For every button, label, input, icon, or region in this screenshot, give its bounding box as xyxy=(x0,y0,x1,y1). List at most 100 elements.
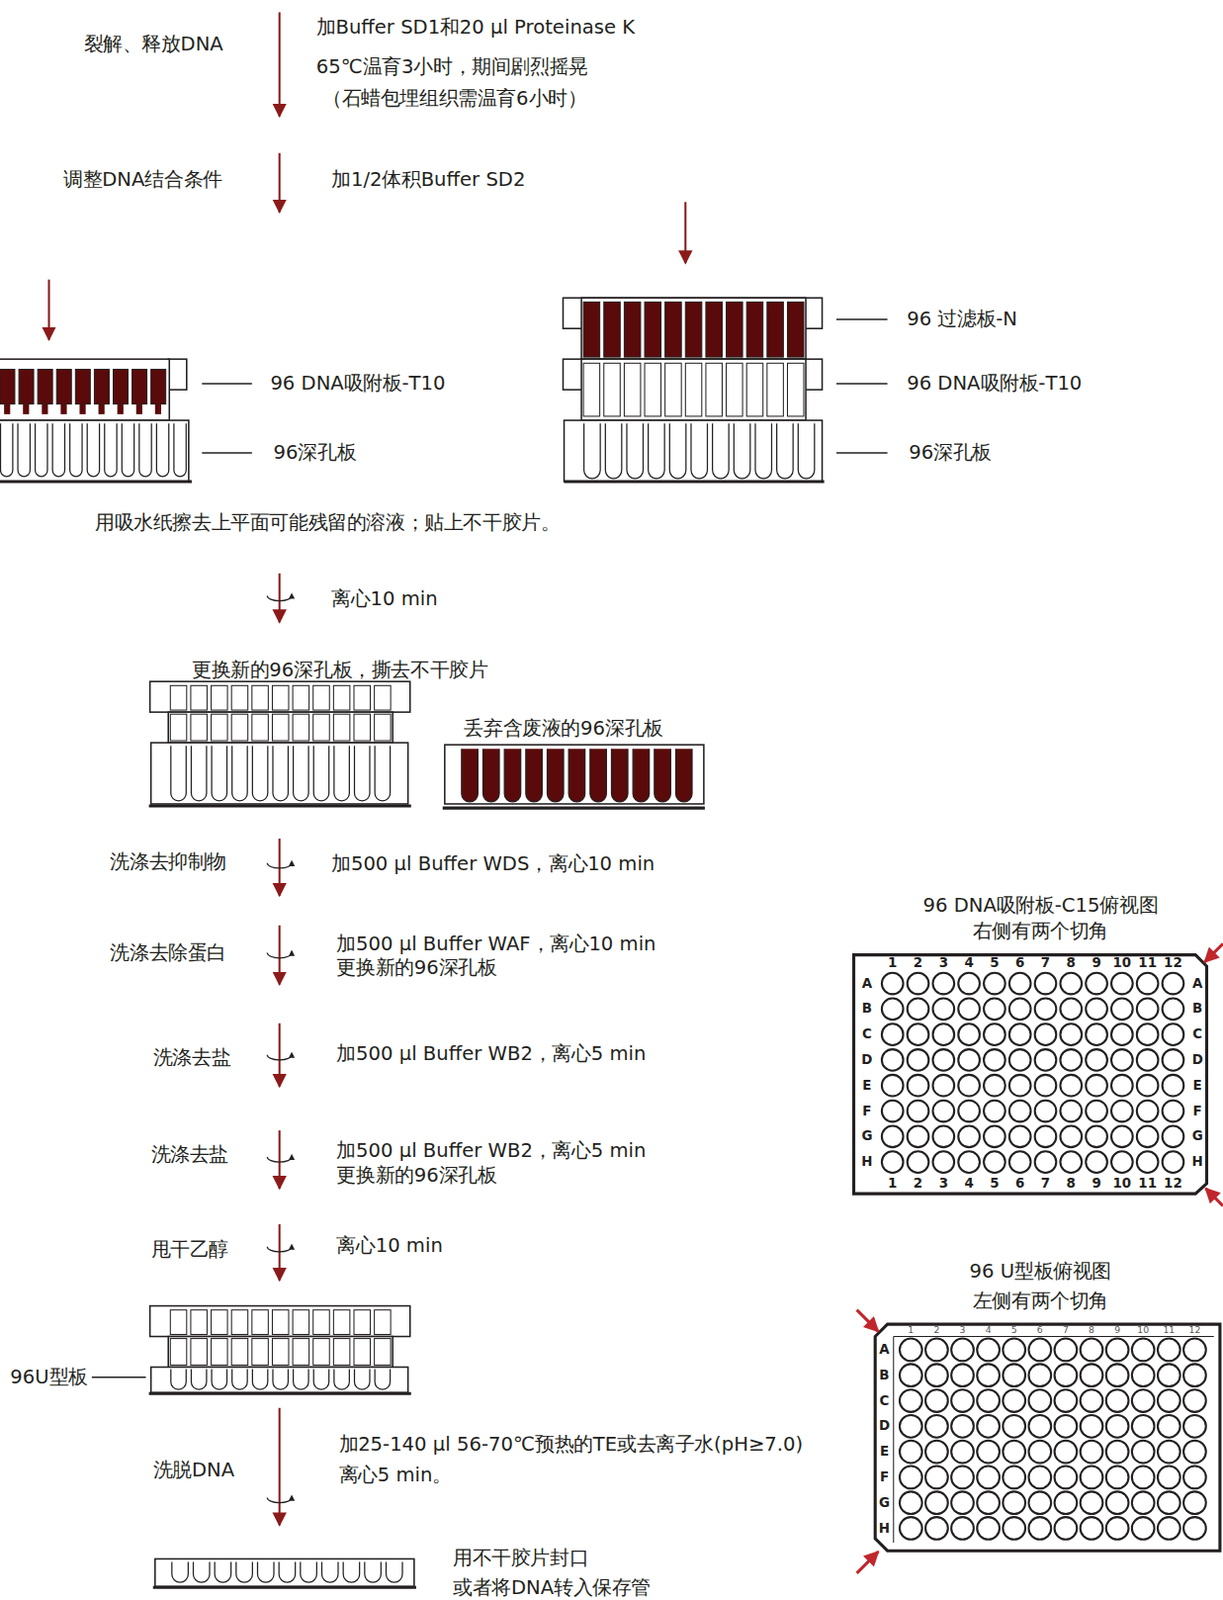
well xyxy=(278,1562,296,1583)
repeated-wells xyxy=(0,301,1207,1582)
grid-label: 10 xyxy=(1113,1175,1133,1191)
plate-well xyxy=(1085,1100,1108,1123)
plate-well xyxy=(1085,1150,1108,1173)
grid-label: 11 xyxy=(1137,955,1157,970)
grid-label: 12 xyxy=(1163,1175,1183,1191)
plate-well xyxy=(983,972,1006,995)
column xyxy=(211,1338,229,1366)
grid-label: 4 xyxy=(963,1175,973,1191)
plate-well xyxy=(976,1516,1000,1540)
well xyxy=(504,748,522,802)
well xyxy=(322,1562,340,1583)
column xyxy=(685,301,702,357)
plate-well xyxy=(907,998,930,1021)
tip xyxy=(79,404,86,415)
step-label: 加1/2体积Buffer SD2 xyxy=(331,168,525,191)
plate-well xyxy=(958,1150,980,1173)
well xyxy=(52,423,65,477)
step-label: 96 U型板俯视图 xyxy=(969,1259,1113,1283)
well xyxy=(17,423,30,477)
plate-well xyxy=(907,1023,930,1046)
grid-label: 12 xyxy=(1189,1324,1202,1336)
plate-well xyxy=(1162,1125,1185,1147)
plate-well xyxy=(1028,1466,1051,1489)
plate-well xyxy=(925,1516,949,1540)
plate-well xyxy=(925,1440,949,1464)
grid-label: 11 xyxy=(1162,1324,1175,1336)
plate-well xyxy=(958,1023,980,1046)
plate-well xyxy=(1002,1338,1026,1362)
step-label: （石蜡包埋组织需温育6小时） xyxy=(322,87,587,111)
well xyxy=(733,423,751,479)
column xyxy=(333,713,350,741)
plate-well xyxy=(958,998,980,1021)
well xyxy=(632,748,650,802)
plate-well xyxy=(1157,1516,1181,1540)
plate-well xyxy=(1035,1048,1057,1071)
plate-well xyxy=(932,1074,955,1097)
plate-well xyxy=(1132,1516,1155,1540)
step-label: 洗涤去除蛋白 xyxy=(109,941,227,964)
plate-well xyxy=(1157,1338,1181,1362)
well xyxy=(712,423,730,479)
grid-label: H xyxy=(1192,1153,1204,1169)
step-label: 加500 µl Buffer WAF，离心10 min xyxy=(336,932,656,956)
tip xyxy=(98,404,105,415)
column xyxy=(190,1310,208,1335)
column xyxy=(0,368,15,404)
plate-well xyxy=(1136,1100,1159,1123)
column xyxy=(786,362,804,417)
step-label: 加500 µl Buffer WB2，离心5 min xyxy=(336,1138,646,1162)
plate-well xyxy=(899,1389,923,1412)
step-label: 96 过滤板-N xyxy=(906,308,1018,332)
column xyxy=(271,713,289,741)
plate-well xyxy=(1162,1074,1185,1097)
well xyxy=(334,1369,350,1391)
grid-label: 9 xyxy=(1114,1324,1121,1336)
plate-well xyxy=(1183,1440,1207,1464)
plate-well xyxy=(1080,1466,1104,1489)
plate-well xyxy=(1183,1389,1207,1412)
grid-label: 3 xyxy=(939,1175,949,1191)
step-label: 96 DNA吸附板-T10 xyxy=(906,372,1082,396)
plate-well xyxy=(976,1490,1000,1514)
step-label: 96深孔板 xyxy=(272,441,356,465)
column xyxy=(170,1338,187,1366)
plate-well xyxy=(1136,998,1159,1021)
plate-well xyxy=(1085,998,1108,1021)
well xyxy=(584,423,602,479)
well xyxy=(461,748,479,802)
plate-well xyxy=(1157,1414,1181,1438)
step-label: 离心5 min。 xyxy=(339,1464,452,1487)
plate-well xyxy=(881,1150,904,1173)
plate-well xyxy=(907,1048,930,1071)
column xyxy=(211,713,229,741)
plate-well xyxy=(1035,998,1057,1021)
step-label: 裂解、释放DNA xyxy=(84,32,224,56)
column xyxy=(170,713,187,741)
plate-well xyxy=(983,1125,1006,1147)
plate-well xyxy=(1009,1150,1032,1173)
column xyxy=(644,301,662,357)
plate-well xyxy=(925,1389,949,1412)
column xyxy=(374,1338,392,1366)
step-label: 96U型板 xyxy=(9,1366,88,1390)
plate-well xyxy=(1028,1414,1051,1438)
plate-well xyxy=(1111,1150,1134,1173)
grid-label: E xyxy=(879,1443,889,1459)
well xyxy=(293,1369,309,1391)
well xyxy=(174,423,186,477)
plate-well xyxy=(1157,1440,1181,1464)
grid-label: 8 xyxy=(1088,1324,1095,1336)
plate-well xyxy=(899,1414,923,1438)
grid-label: 5 xyxy=(1011,1324,1018,1336)
column xyxy=(170,1310,187,1335)
well xyxy=(171,1369,186,1391)
plate-well xyxy=(881,1074,904,1097)
well xyxy=(300,1562,318,1583)
grid-label: G xyxy=(1192,1129,1204,1144)
column xyxy=(353,1310,371,1335)
well xyxy=(354,1369,370,1391)
grid-label: F xyxy=(1193,1103,1203,1119)
plate-well xyxy=(925,1466,949,1489)
